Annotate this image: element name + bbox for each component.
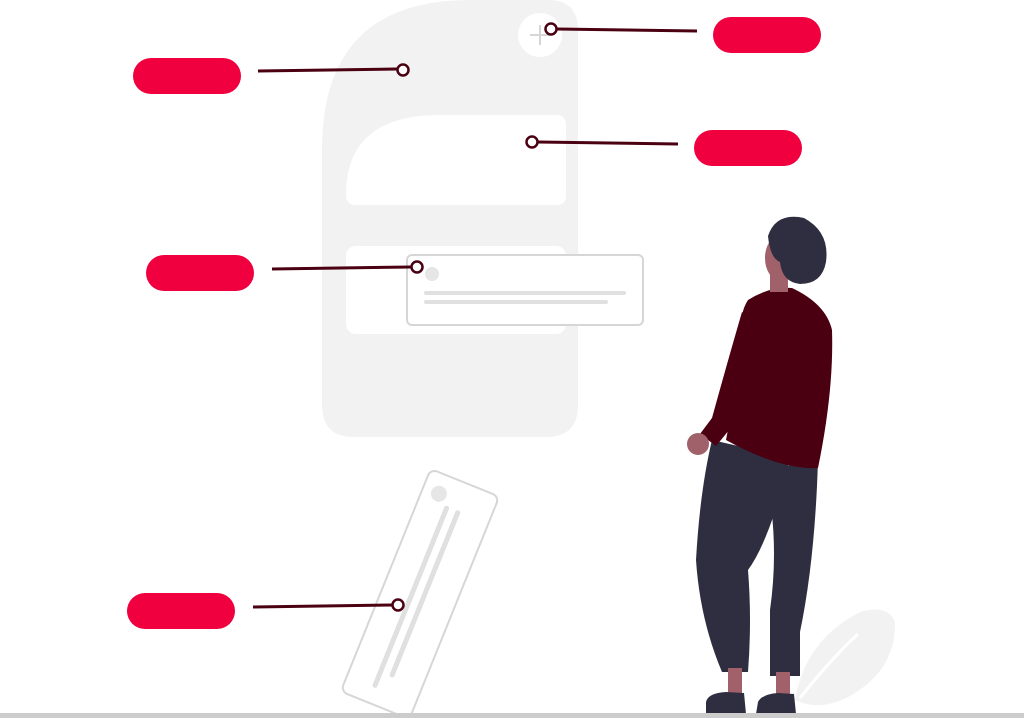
- person-leg-front: [696, 440, 790, 672]
- floating-card: [406, 254, 644, 326]
- plus-icon: [530, 25, 550, 45]
- decorative-leaf-vein: [798, 632, 860, 699]
- connector-mid-right: [525, 135, 679, 149]
- app-panel: [322, 0, 578, 437]
- person-leg-back: [765, 460, 818, 676]
- connector-top-left: [257, 63, 410, 77]
- person-hair: [768, 216, 827, 284]
- connector-bottom-left: [252, 598, 405, 612]
- floating-card-line-1: [424, 291, 626, 295]
- person-shoe-right: [756, 693, 796, 714]
- person-hand: [687, 433, 709, 455]
- connector-top-right: [544, 22, 698, 36]
- person-shoe-left: [706, 692, 746, 714]
- plus-button[interactable]: [518, 13, 562, 57]
- tilted-card: [341, 469, 499, 718]
- floating-card-line-2: [424, 300, 608, 304]
- callout-pill-top-right: [713, 17, 821, 53]
- person-figure: [687, 216, 833, 714]
- tilted-card-line-1: [372, 505, 450, 688]
- header-card: [346, 115, 566, 205]
- callout-pill-bottom-left: [127, 593, 235, 629]
- person-shirt: [726, 287, 833, 469]
- tilted-card-line-2: [389, 510, 461, 678]
- tilted-card-avatar-icon: [430, 485, 447, 502]
- avatar-placeholder-icon: [425, 267, 439, 281]
- callout-pill-top-left: [133, 58, 241, 94]
- connector-mid-left: [271, 260, 424, 274]
- callout-pill-mid-left: [146, 255, 254, 291]
- decorative-leaf: [795, 609, 896, 706]
- floor-line: [0, 713, 1024, 718]
- callout-pill-mid-right: [694, 130, 802, 166]
